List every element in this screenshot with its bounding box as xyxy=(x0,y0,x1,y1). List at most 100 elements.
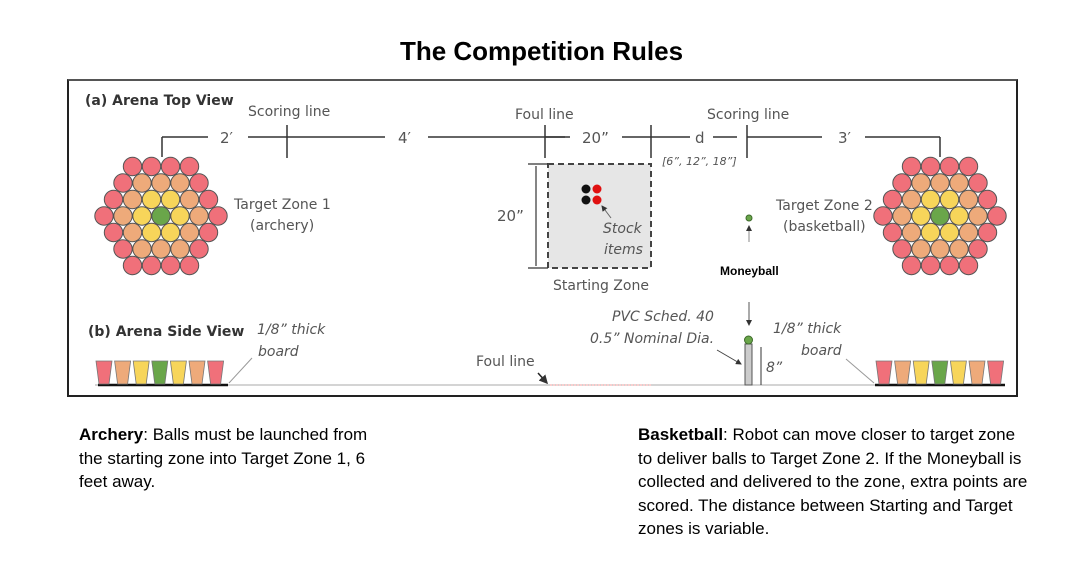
stock-items-label-2: items xyxy=(604,242,643,258)
target-ring-3 xyxy=(198,222,219,243)
target-ring-3 xyxy=(977,222,998,243)
side-cup-inner xyxy=(949,360,967,385)
target-zone-1-label: Target Zone 1 xyxy=(233,197,331,213)
moneyball-top xyxy=(745,214,753,222)
board-right-label-2: board xyxy=(801,343,842,359)
side-cup-middle xyxy=(188,360,206,385)
target-zone-2-label: Target Zone 2 xyxy=(775,198,873,214)
side-cups-left xyxy=(95,360,225,385)
target-ring-3 xyxy=(901,255,922,276)
scoring-line-1-label: Scoring line xyxy=(248,104,330,120)
target-zone-2 xyxy=(873,156,1007,276)
target-ring-3 xyxy=(901,156,922,177)
target-ring-1 xyxy=(141,222,162,243)
side-cup-outer xyxy=(875,360,893,385)
pvc-height-label: 8” xyxy=(766,360,783,376)
target-ring-3 xyxy=(873,206,893,226)
target-ring-3 xyxy=(920,255,941,276)
target-ring-3 xyxy=(208,206,228,226)
basketball-heading: Basketball xyxy=(638,425,724,444)
side-cup-inner xyxy=(169,360,187,385)
side-cups-right xyxy=(875,360,1005,385)
target-ring-2 xyxy=(132,239,152,259)
target-ring-3 xyxy=(103,222,124,243)
target-ring-2 xyxy=(122,189,143,210)
target-ring-3 xyxy=(987,206,1007,226)
target-ring-3 xyxy=(958,255,979,276)
side-cup-center xyxy=(931,360,949,385)
scoring-line-2-label: Scoring line xyxy=(707,107,789,123)
side-cup-middle xyxy=(114,360,132,385)
board-right-pointer xyxy=(845,358,875,384)
target-ring-2 xyxy=(949,173,969,193)
side-view-label: (b) Arena Side View xyxy=(88,324,244,340)
target-ring-1 xyxy=(939,222,960,243)
arena-diagram-frame xyxy=(67,79,1018,397)
target-ring-2 xyxy=(958,189,979,210)
stock-items-label-1: Stock xyxy=(603,221,643,237)
target-ring-1 xyxy=(141,189,162,210)
target-ring-3 xyxy=(113,239,133,259)
target-ring-3 xyxy=(189,173,209,193)
target-ring-3 xyxy=(179,255,200,276)
target-ring-1 xyxy=(170,206,190,226)
board-left-pointer xyxy=(228,357,253,384)
archery-text: : Balls must be launched from the starti… xyxy=(79,425,368,491)
target-ring-3 xyxy=(189,239,209,259)
basketball-text: : Robot can move closer to target zone t… xyxy=(638,425,1028,538)
side-cup-inner xyxy=(912,360,930,385)
target-ring-3 xyxy=(122,156,143,177)
foul-line-top-label: Foul line xyxy=(515,107,574,123)
target-ring-3 xyxy=(968,173,988,193)
side-cup-inner xyxy=(132,360,150,385)
target-ring-2 xyxy=(911,239,931,259)
target-ring-3 xyxy=(892,239,912,259)
starting-zone xyxy=(547,163,652,269)
dimension-20in-vertical xyxy=(528,163,548,269)
dim-4ft: 4′ xyxy=(398,129,412,147)
pvc-pipe xyxy=(744,343,753,386)
side-cup-outer xyxy=(207,360,225,385)
target-ring-3 xyxy=(141,156,162,177)
target-ring-2 xyxy=(179,222,200,243)
target-ring-2 xyxy=(901,189,922,210)
moneyball-side xyxy=(744,335,753,345)
side-cup-outer xyxy=(95,360,113,385)
dim-2ft: 2′ xyxy=(220,129,234,147)
dim-20in-vertical: 20” xyxy=(497,207,524,225)
target-ring-2 xyxy=(968,206,988,226)
target-ring-3 xyxy=(882,189,903,210)
target-ring-2 xyxy=(189,206,209,226)
target-ring-3 xyxy=(892,173,912,193)
target-zone-1-sublabel: (archery) xyxy=(250,218,314,234)
target-ring-2 xyxy=(901,222,922,243)
target-ring-3 xyxy=(160,156,181,177)
target-zone-2-sublabel: (basketball) xyxy=(783,219,866,235)
board-left-label-2: board xyxy=(258,344,299,360)
foul-line-pointer xyxy=(537,372,549,385)
target-ring-3 xyxy=(958,156,979,177)
dim-20in-horizontal: 20” xyxy=(582,129,609,147)
dimension-line xyxy=(161,125,941,158)
target-ring-2 xyxy=(911,173,931,193)
target-ring-2 xyxy=(892,206,912,226)
target-zone-1 xyxy=(94,156,228,276)
target-ring-2 xyxy=(930,239,950,259)
pvc-label-2: 0.5” Nominal Dia. xyxy=(590,331,714,347)
target-ring-2 xyxy=(930,173,950,193)
stock-items-pointer xyxy=(601,205,612,219)
pvc-pointer xyxy=(716,349,742,365)
target-ring-3 xyxy=(141,255,162,276)
target-ring-3 xyxy=(179,156,200,177)
pvc-label-1: PVC Sched. 40 xyxy=(612,309,714,325)
moneyball-label: Moneyball xyxy=(720,264,779,278)
dim-3ft: 3′ xyxy=(838,129,852,147)
basketball-note: Basketball: Robot can move closer to tar… xyxy=(638,423,1028,541)
target-ring-1 xyxy=(920,189,941,210)
target-ring-3 xyxy=(939,156,960,177)
target-ring-3 xyxy=(977,189,998,210)
page-title: The Competition Rules xyxy=(399,36,684,66)
target-ring-3 xyxy=(113,173,133,193)
side-cup-middle xyxy=(968,360,986,385)
